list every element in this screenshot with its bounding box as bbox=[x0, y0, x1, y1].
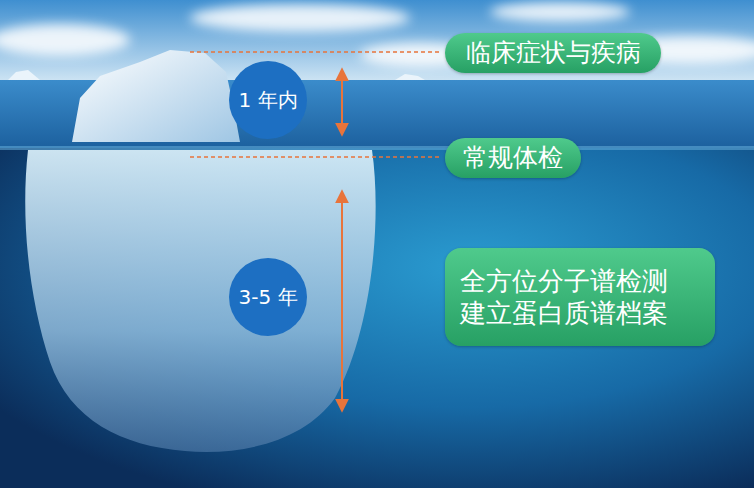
period-label: 1 年内 bbox=[238, 88, 297, 113]
node-label: 常规体检 bbox=[463, 142, 563, 173]
node-label: 全方位分子谱检测 建立蛋白质谱档案 bbox=[460, 265, 700, 330]
detection-box: 全方位分子谱检测 建立蛋白质谱档案 bbox=[445, 248, 715, 346]
circle-fill bbox=[229, 258, 307, 336]
node-label: 临床症状与疾病 bbox=[466, 37, 641, 68]
circle-fill bbox=[229, 61, 307, 139]
period-circle: 1 年内 bbox=[228, 60, 308, 140]
period-circle: 3-5 年 bbox=[228, 257, 308, 337]
period-label: 3-5 年 bbox=[238, 285, 297, 310]
checkup-pill: 常规体检 bbox=[445, 138, 581, 178]
outcome-pill: 临床症状与疾病 bbox=[445, 33, 661, 73]
